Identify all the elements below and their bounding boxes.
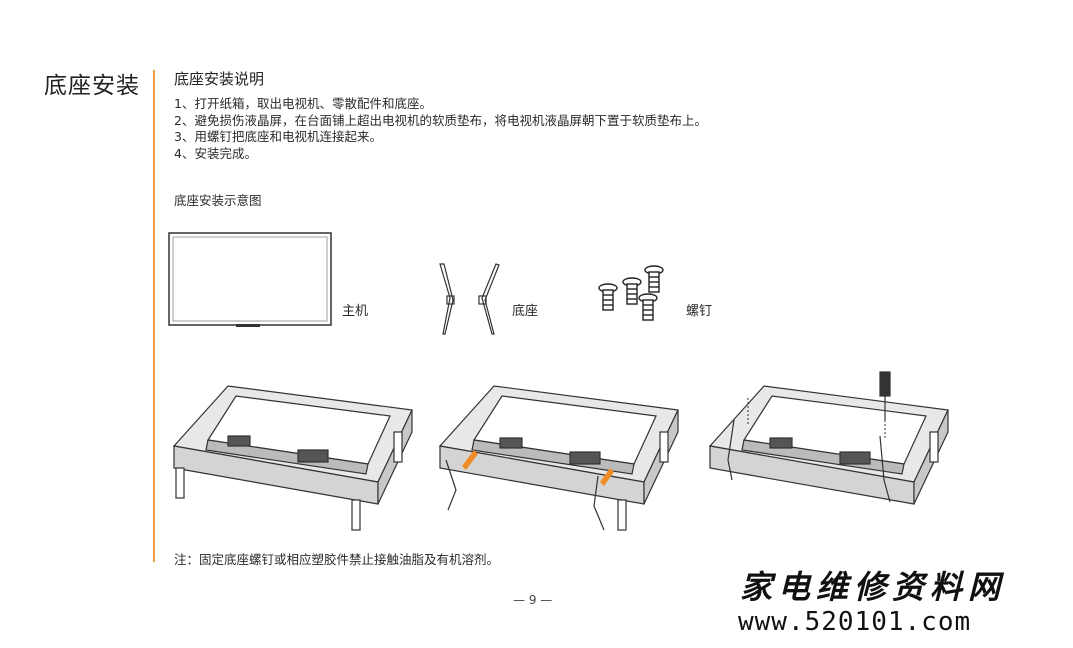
base-label: 底座 xyxy=(512,304,539,319)
step-item: 4、安装完成。 xyxy=(174,145,257,161)
base-stand-illustration xyxy=(439,263,500,335)
screws-label: 螺钉 xyxy=(686,304,713,319)
diagram-title: 底座安装示意图 xyxy=(174,193,262,208)
watermark-url: www.520101.com xyxy=(738,607,972,637)
section-title: 底座安装 xyxy=(44,73,140,99)
watermark-chinese: 家电维修资料网 xyxy=(740,568,1007,606)
caution-note: 注：固定底座螺钉或相应塑胶件禁止接触油脂及有机溶剂。 xyxy=(174,552,500,567)
step-item: 3、用螺钉把底座和电视机连接起来。 xyxy=(174,129,382,144)
install-step-2-illustration xyxy=(438,385,679,531)
main-unit-label: 主机 xyxy=(342,304,369,319)
instruction-steps: 1、打开纸箱，取出电视机、零散配件和底座。 2、避免损伤液晶屏，在台面铺上超出电… xyxy=(174,96,707,162)
step-item: 2、避免损伤液晶屏，在台面铺上超出电视机的软质垫布，将电视机液晶屏朝下置于软质垫… xyxy=(174,112,707,128)
install-step-1-illustration xyxy=(172,385,413,531)
page-number: — 9 — xyxy=(513,593,553,607)
install-step-3-illustration xyxy=(708,371,949,505)
accent-divider xyxy=(153,70,155,562)
tv-illustration xyxy=(168,232,332,327)
step-item: 1、打开纸箱，取出电视机、零散配件和底座。 xyxy=(174,96,432,111)
instructions-title: 底座安装说明 xyxy=(174,70,265,88)
screws-illustration xyxy=(598,265,664,321)
